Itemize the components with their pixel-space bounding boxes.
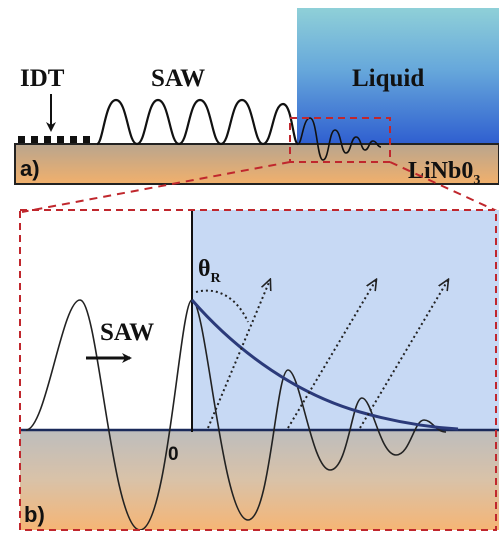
- substrate-region-b: [20, 430, 499, 530]
- decay-envelope: [190, 299, 459, 431]
- panel-a-label: a): [20, 156, 40, 181]
- leaky-ray-2: [287, 280, 376, 429]
- saw-label-a: SAW: [151, 65, 205, 92]
- zoom-box: [289, 117, 391, 163]
- liquid-block: [297, 8, 499, 144]
- leaky-ray-1: [207, 280, 270, 429]
- angle-label: θR: [198, 256, 222, 286]
- idt-electrodes: [18, 136, 90, 143]
- panel-b: SAW 0 θR b): [20, 210, 499, 530]
- substrate-slab-a: [14, 143, 499, 185]
- saw-wave-a: [95, 98, 300, 146]
- zoom-connector-left: [21, 161, 291, 213]
- panel-b-label: b): [24, 502, 45, 527]
- leaky-ray-3: [359, 280, 448, 429]
- leaky-wave-a: [297, 117, 382, 161]
- saw-wave-b: [25, 299, 447, 530]
- angle-arc: [195, 289, 249, 323]
- panel-b-frame: [19, 209, 497, 531]
- idt-label: IDT: [20, 65, 65, 92]
- panel-a: IDT SAW Liquid a) LiNb03: [14, 8, 499, 188]
- substrate-label: LiNb03: [408, 158, 480, 188]
- liquid-region-b: [192, 210, 499, 430]
- zoom-connector-right: [389, 161, 499, 213]
- origin-label: 0: [168, 444, 179, 465]
- saw-label-b: SAW: [100, 319, 154, 346]
- liquid-label: Liquid: [352, 65, 424, 92]
